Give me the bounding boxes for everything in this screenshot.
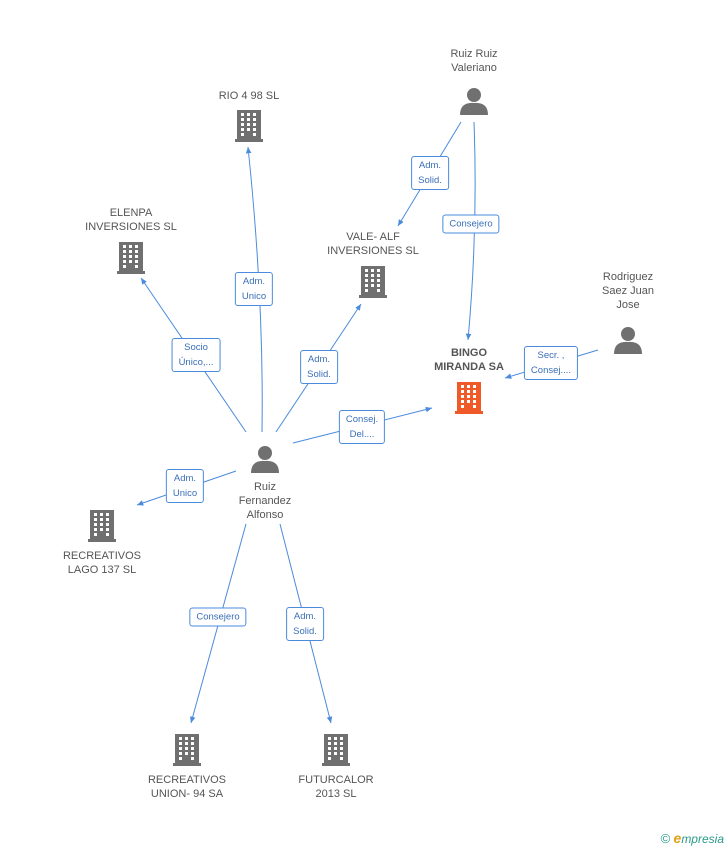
brand-logo-initial: e [673,830,682,846]
building-icon-valealf[interactable] [359,266,387,298]
building-icon-recreativosunion[interactable] [173,734,201,766]
node-label-recreativoslago[interactable]: RECREATIVOS LAGO 137 SL [62,550,142,576]
building-icon-rio[interactable] [235,110,263,142]
edge-label-ruizfernandez-to-recreativosunion[interactable]: Consejero [189,607,247,627]
edge-label-ruizfernandez-to-elenpa[interactable]: Socio Único,... [171,338,221,372]
building-icon-futurcalor[interactable] [322,734,350,766]
building-icon-bingo[interactable] [455,382,483,414]
node-label-bingo[interactable]: BINGO MIRANDA SA [434,347,504,373]
copyright-icon: © [660,831,671,846]
brand-name: mpresia [681,832,724,846]
node-label-rodriguez[interactable]: Rodriguez Saez Juan Jose [602,271,654,311]
node-label-ruizfernandez[interactable]: Ruiz Fernandez Alfonso [238,481,292,521]
node-label-futurcalor[interactable]: FUTURCALOR 2013 SL [298,774,374,800]
node-label-rio[interactable]: RIO 4 98 SL [218,90,280,102]
edge-label-ruizfernandez-to-rio[interactable]: Adm. Unico [234,272,274,306]
person-icon-rodriguez[interactable] [614,327,642,354]
edge-label-ruizfernandez-to-valealf[interactable]: Adm. Solid. [300,350,338,384]
edge-label-ruizruiz-to-valealf[interactable]: Adm. Solid. [411,156,449,190]
edge-label-ruizruiz-to-bingo[interactable]: Consejero [442,214,500,234]
building-icon-elenpa[interactable] [117,242,145,274]
node-label-ruizruiz[interactable]: Ruiz Ruiz Valeriano [450,48,498,74]
edge-label-ruizfernandez-to-futurcalor[interactable]: Adm. Solid. [286,607,324,641]
edge-label-ruizfernandez-to-recreativoslago[interactable]: Adm. Unico [165,469,205,503]
person-icon-ruizfernandez[interactable] [251,446,279,473]
person-icon-ruizruiz[interactable] [460,88,488,115]
brand-footer: © empresia [661,830,724,846]
node-label-recreativosunion[interactable]: RECREATIVOS UNION- 94 SA [147,774,227,800]
building-icon-recreativoslago[interactable] [88,510,116,542]
edge-label-ruizfernandez-to-bingo[interactable]: Consej. Del.... [338,410,386,444]
node-label-elenpa[interactable]: ELENPA INVERSIONES SL [85,207,177,233]
edge-label-rodriguez-to-bingo[interactable]: Secr. , Consej.... [523,346,579,380]
node-label-valealf[interactable]: VALE- ALF INVERSIONES SL [327,231,419,257]
